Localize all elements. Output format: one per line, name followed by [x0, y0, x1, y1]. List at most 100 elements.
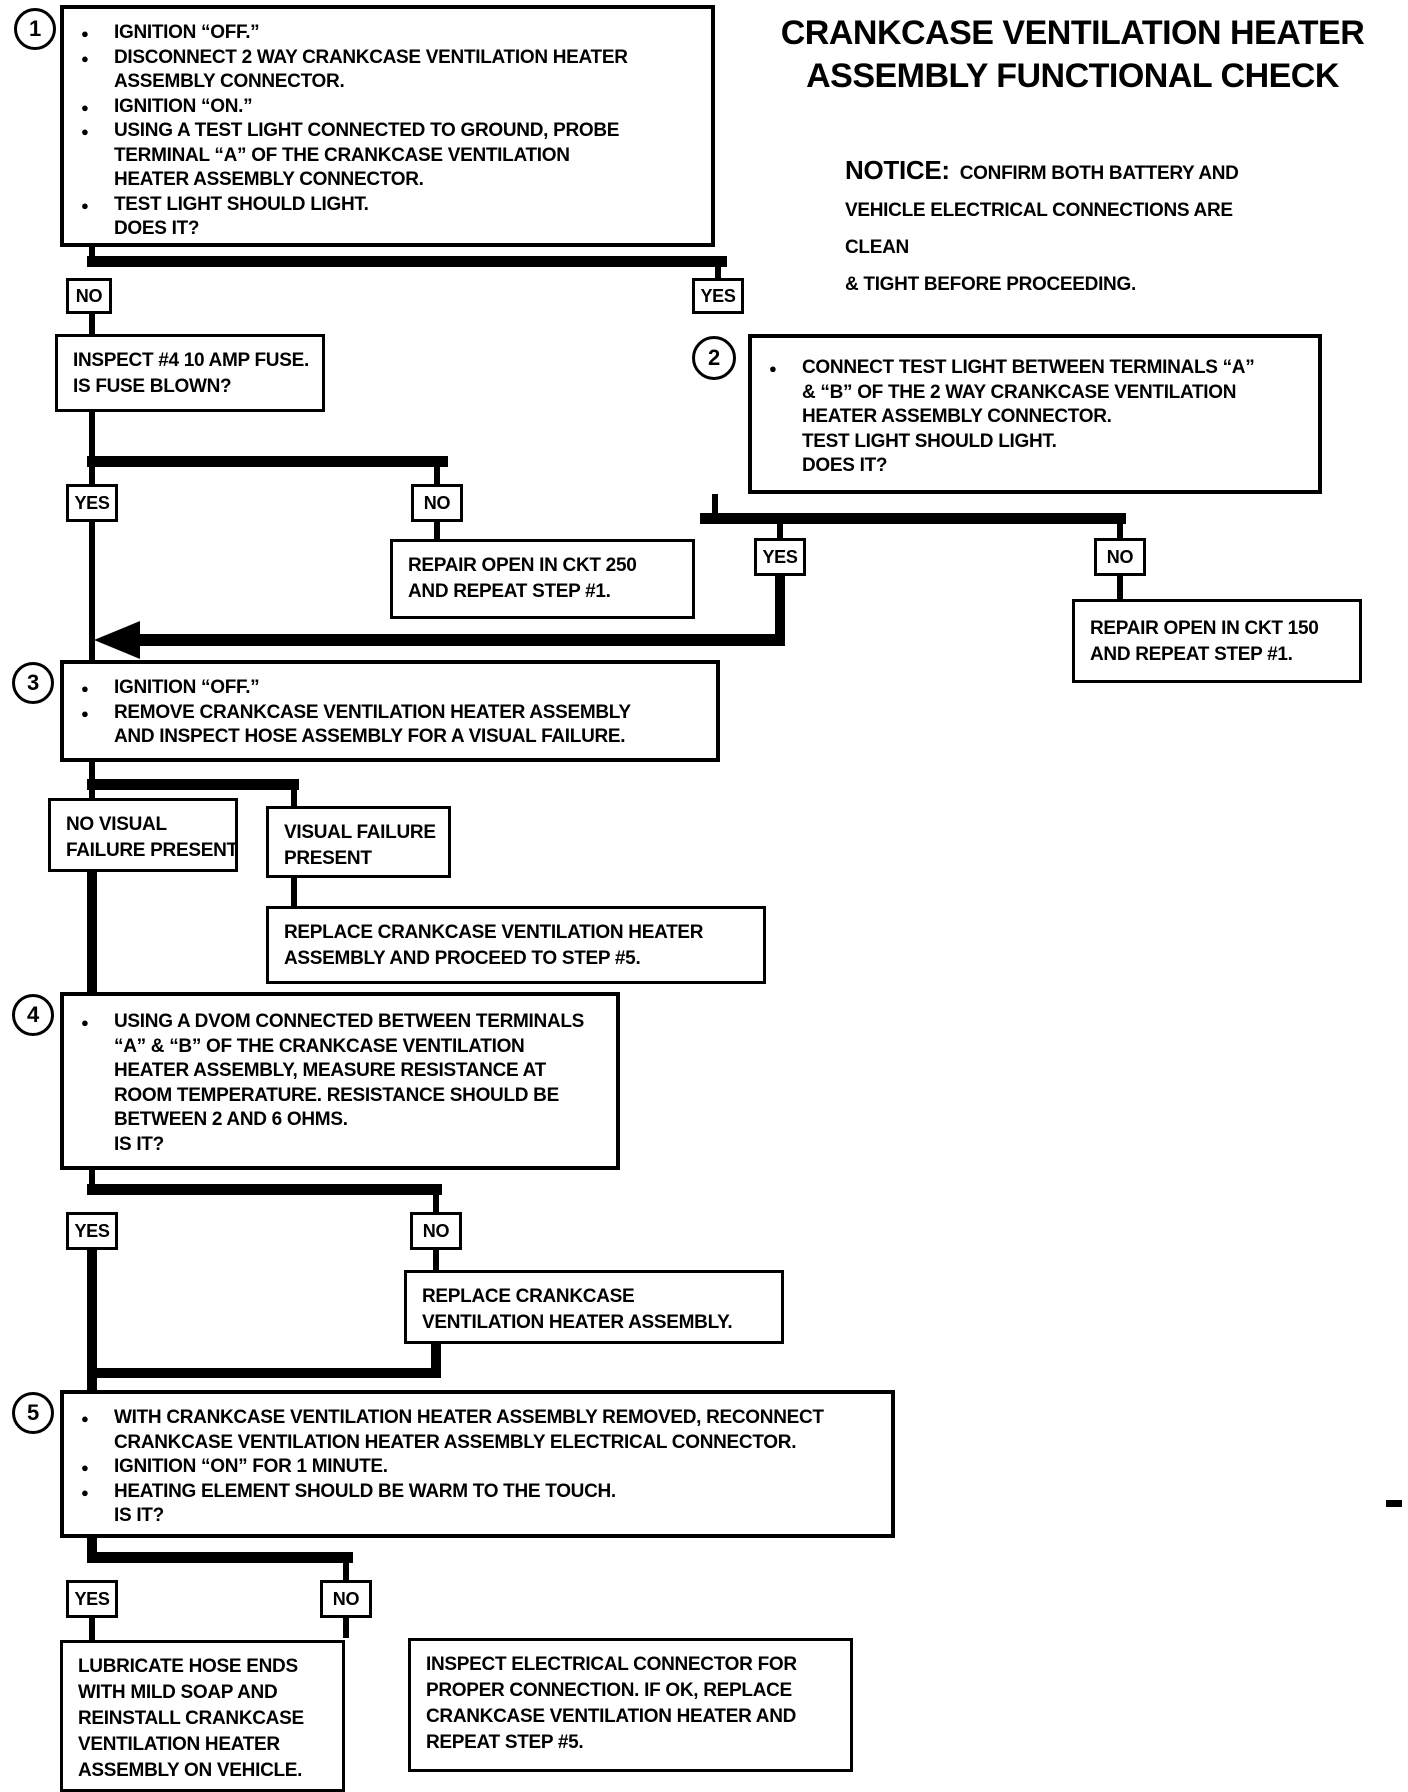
visual-failure-line: VISUAL FAILURE	[284, 822, 436, 843]
connector-line	[1117, 524, 1123, 538]
notice-text: & TIGHT BEFORE PROCEEDING.	[845, 274, 1136, 295]
step5-line: IS IT?	[114, 1505, 164, 1526]
connector-line	[700, 513, 1126, 524]
step5-line: IGNITION “ON” FOR 1 MINUTE.	[64, 1455, 891, 1480]
connector-line	[343, 1618, 349, 1638]
connector-line	[433, 1195, 439, 1212]
lubricate-reinstall-line: ASSEMBLY ON VEHICLE.	[78, 1760, 303, 1781]
step1-yes-label: YES	[692, 278, 744, 314]
lubricate-reinstall-line: LUBRICATE HOSE ENDS	[78, 1656, 298, 1677]
inspect-connector-line: INSPECT ELECTRICAL CONNECTOR FOR	[426, 1654, 797, 1675]
step2-line: TEST LIGHT SHOULD LIGHT.	[802, 430, 1057, 452]
repair-ckt150-line: AND REPEAT STEP #1.	[1090, 644, 1293, 665]
connector-line	[777, 524, 783, 538]
replace-assembly-box: REPLACE CRANKCASE VENTILATION HEATER ASS…	[404, 1270, 784, 1344]
step2-number-circle: 2	[692, 336, 736, 380]
connector-line	[87, 1552, 353, 1563]
connector-line	[433, 1250, 439, 1270]
page-title-line1: CRANKCASE VENTILATION HEATER	[780, 14, 1365, 52]
step2-yes-label: YES	[754, 538, 806, 576]
step4-line: HEATER ASSEMBLY, MEASURE RESISTANCE AT	[114, 1060, 546, 1081]
step4-yes-label: YES	[66, 1212, 118, 1250]
step1-line: TERMINAL “A” OF THE CRANKCASE VENTILATIO…	[114, 144, 570, 166]
connector-line	[434, 522, 440, 539]
lubricate-reinstall-line: VENTILATION HEATER	[78, 1734, 280, 1755]
step3-number-circle: 3	[12, 662, 54, 704]
inspect-connector-line: REPEAT STEP #5.	[426, 1732, 584, 1753]
repair-ckt150-box: REPAIR OPEN IN CKT 150 AND REPEAT STEP #…	[1072, 599, 1362, 683]
repair-ckt250-line: AND REPEAT STEP #1.	[408, 581, 611, 602]
step4-no-label: NO	[410, 1212, 462, 1250]
step5-no-label: NO	[320, 1580, 372, 1618]
connector-line	[431, 1344, 441, 1378]
step2-line: HEATER ASSEMBLY CONNECTOR.	[802, 406, 1112, 427]
page-title-line2: ASSEMBLY FUNCTIONAL CHECK	[806, 57, 1339, 95]
replace-and-proceed-box: REPLACE CRANKCASE VENTILATION HEATER ASS…	[266, 906, 766, 984]
step1-line: IGNITION “OFF.”	[64, 21, 711, 46]
connector-line	[87, 1538, 97, 1562]
notice-label: NOTICE:	[845, 155, 950, 185]
repair-ckt250-line: REPAIR OPEN IN CKT 250	[408, 555, 637, 576]
step5-box: WITH CRANKCASE VENTILATION HEATER ASSEMB…	[60, 1390, 895, 1538]
notice-block: NOTICE: CONFIRM BOTH BATTERY AND VEHICLE…	[845, 152, 1285, 303]
inspect-connector-line: CRANKCASE VENTILATION HEATER AND	[426, 1706, 797, 1727]
connector-line	[87, 1250, 97, 1390]
connector-line	[715, 256, 721, 278]
repair-ckt250-box: REPAIR OPEN IN CKT 250 AND REPEAT STEP #…	[390, 539, 695, 619]
notice-line: NOTICE: CONFIRM BOTH BATTERY AND	[845, 152, 1285, 192]
inspect-connector-box: INSPECT ELECTRICAL CONNECTOR FOR PROPER …	[408, 1638, 853, 1772]
fuse-no-label: NO	[411, 484, 463, 522]
connector-line	[87, 779, 299, 790]
step3-line: AND INSPECT HOSE ASSEMBLY FOR A VISUAL F…	[114, 726, 626, 747]
no-visual-failure-line: NO VISUAL	[66, 814, 167, 835]
notice-text: VEHICLE ELECTRICAL CONNECTIONS ARE CLEAN	[845, 200, 1233, 258]
connector-line	[138, 634, 780, 646]
connector-line	[291, 790, 297, 806]
step1-line: ASSEMBLY CONNECTOR.	[114, 71, 345, 92]
step1-no-label: NO	[66, 278, 112, 314]
step4-line: USING A DVOM CONNECTED BETWEEN TERMINALS	[64, 1010, 616, 1035]
step1-line: HEATER ASSEMBLY CONNECTOR.	[114, 169, 424, 190]
step1-number-circle: 1	[14, 8, 56, 50]
connector-line	[89, 247, 95, 263]
step4-line: “A” & “B” OF THE CRANKCASE VENTILATION	[114, 1035, 525, 1057]
step2-line: DOES IT?	[802, 455, 888, 476]
left-arrowhead-icon	[94, 621, 140, 659]
step5-yes-label: YES	[66, 1580, 118, 1618]
step5-line: CRANKCASE VENTILATION HEATER ASSEMBLY EL…	[114, 1431, 797, 1453]
step2-no-label: NO	[1094, 538, 1146, 576]
step5-line: WITH CRANKCASE VENTILATION HEATER ASSEMB…	[64, 1406, 891, 1431]
connector-line	[87, 456, 448, 467]
step2-line: CONNECT TEST LIGHT BETWEEN TERMINALS “A”	[752, 356, 1318, 381]
inspect-fuse-box: INSPECT #4 10 AMP FUSE. IS FUSE BLOWN?	[55, 334, 325, 412]
step5-line: HEATING ELEMENT SHOULD BE WARM TO THE TO…	[64, 1480, 891, 1504]
no-visual-failure-line: FAILURE PRESENT	[66, 840, 238, 861]
connector-line	[712, 494, 718, 513]
connector-line	[89, 314, 95, 334]
connector-line	[89, 1170, 95, 1186]
step4-line: BETWEEN 2 AND 6 OHMS.	[114, 1109, 348, 1130]
step1-box: IGNITION “OFF.” DISCONNECT 2 WAY CRANKCA…	[60, 5, 715, 247]
connector-line	[1117, 576, 1123, 599]
step1-line: DISCONNECT 2 WAY CRANKCASE VENTILATION H…	[64, 46, 711, 70]
connector-line	[89, 412, 95, 484]
connector-line	[89, 522, 95, 660]
inspect-fuse-line: IS FUSE BLOWN?	[73, 376, 232, 397]
step5-number-circle: 5	[12, 1392, 54, 1434]
replace-assembly-line: REPLACE CRANKCASE	[422, 1286, 635, 1307]
connector-line	[291, 878, 297, 906]
step4-box: USING A DVOM CONNECTED BETWEEN TERMINALS…	[60, 992, 620, 1170]
connector-line	[89, 1618, 95, 1640]
connector-line	[87, 872, 97, 992]
lubricate-reinstall-box: LUBRICATE HOSE ENDS WITH MILD SOAP AND R…	[60, 1640, 345, 1792]
page-title: CRANKCASE VENTILATION HEATER ASSEMBLY FU…	[740, 12, 1405, 98]
step1-line: TEST LIGHT SHOULD LIGHT.	[64, 193, 711, 217]
connector-line	[87, 256, 727, 267]
step1-line: DOES IT?	[114, 218, 200, 239]
step3-line: IGNITION “OFF.”	[64, 676, 716, 701]
no-visual-failure-box: NO VISUAL FAILURE PRESENT	[48, 798, 238, 872]
connector-line	[87, 1184, 442, 1195]
repair-ckt150-line: REPAIR OPEN IN CKT 150	[1090, 618, 1319, 639]
replace-and-proceed-line: REPLACE CRANKCASE VENTILATION HEATER	[284, 922, 704, 943]
